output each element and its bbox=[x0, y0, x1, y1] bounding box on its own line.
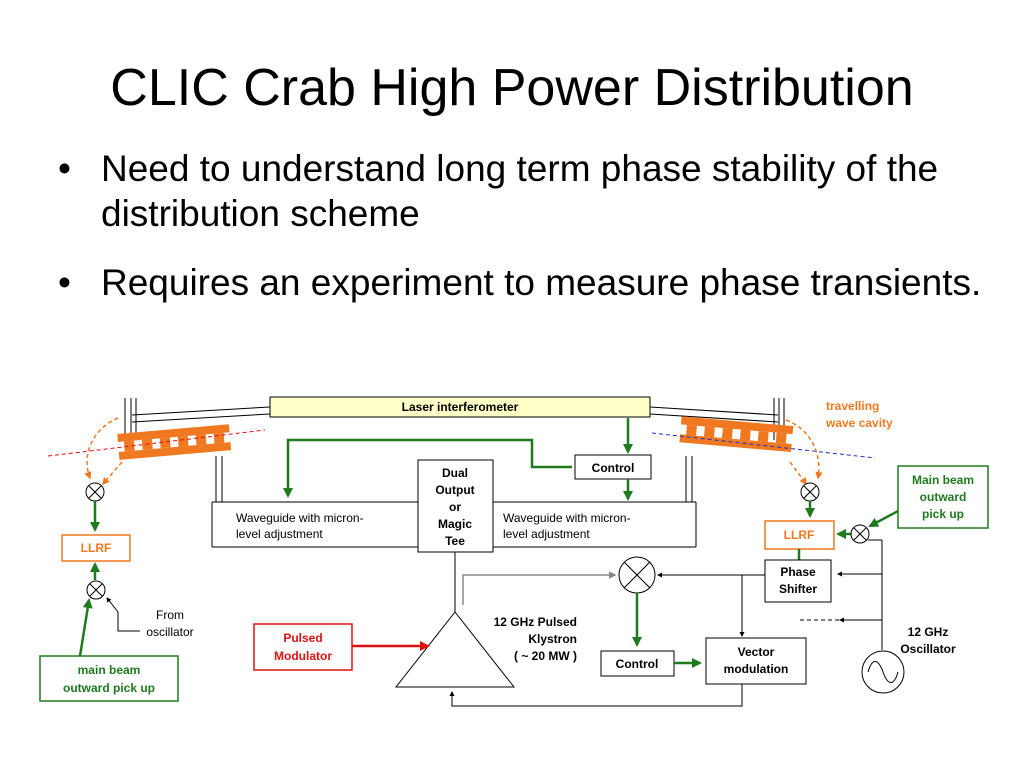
waveguide-left-label-2: level adjustment bbox=[236, 527, 323, 541]
pulsed-modulator: Pulsed Modulator bbox=[253, 623, 430, 671]
klystron-label-2: Klystron bbox=[528, 632, 577, 646]
llrf-right-label: LLRF bbox=[784, 528, 815, 542]
left-llrf-chain: LLRF From oscillator main beam outward p… bbox=[39, 482, 194, 702]
left-travelling-wave-cavity bbox=[47, 398, 266, 486]
waveguide-left-label-1: Waveguide with micron- bbox=[236, 511, 364, 525]
main-beam-left-label-2: outward pick up bbox=[63, 681, 155, 695]
vector-modulation-label-1: Vector bbox=[738, 645, 775, 659]
from-oscillator-label-1: From bbox=[156, 608, 184, 622]
bullet-list: • Need to understand long term phase stab… bbox=[58, 146, 998, 329]
waveguide-lines: Waveguide with micron- level adjustment … bbox=[211, 456, 697, 548]
slide-title: CLIC Crab High Power Distribution bbox=[110, 59, 914, 117]
bullet-item: • Requires an experiment to measure phase… bbox=[58, 260, 998, 305]
svg-text:Phase: Phase bbox=[780, 565, 816, 579]
klystron-amplifier: 12 GHz Pulsed Klystron ( ~ 20 MW ) bbox=[394, 611, 577, 688]
waveguide-right-label-1: Waveguide with micron- bbox=[503, 511, 631, 525]
oscillator-label-2: Oscillator bbox=[900, 642, 956, 656]
klystron-label-1: 12 GHz Pulsed bbox=[494, 615, 577, 629]
magic-tee-box: Dual Output or Magic Tee bbox=[417, 459, 494, 553]
right-llrf-chain: LLRF Main beam outward pick up 12 GHz Os… bbox=[764, 465, 989, 694]
klystron-label-3: ( ~ 20 MW ) bbox=[514, 649, 577, 663]
center-signal-chain: Control Vector modulation bbox=[449, 552, 807, 707]
right-travelling-wave-cavity: travelling wave cavity bbox=[651, 398, 893, 486]
svg-text:Control: Control bbox=[592, 461, 635, 475]
svg-text:or: or bbox=[449, 500, 461, 514]
waveguide-right-label-2: level adjustment bbox=[503, 527, 590, 541]
phase-shifter-box: Phase Shifter bbox=[764, 559, 832, 603]
svg-text:Shifter: Shifter bbox=[779, 582, 817, 596]
svg-text:Output: Output bbox=[435, 483, 474, 497]
bullet-text: Requires an experiment to measure phase … bbox=[101, 262, 982, 303]
bullet-item: • Need to understand long term phase stab… bbox=[58, 146, 998, 236]
travelling-wave-cavity-label-2: wave cavity bbox=[825, 416, 893, 430]
travelling-wave-cavity-label-1: travelling bbox=[826, 399, 879, 413]
main-beam-right-label-1: Main beam bbox=[912, 473, 974, 487]
bullet-dot-icon: • bbox=[58, 148, 71, 189]
main-beam-right-label-3: pick up bbox=[922, 507, 964, 521]
llrf-left-label: LLRF bbox=[81, 541, 112, 555]
pulsed-modulator-label-2: Modulator bbox=[274, 649, 332, 663]
bullet-dot-icon: • bbox=[58, 262, 71, 303]
laser-interferometer: Laser interferometer bbox=[131, 396, 779, 423]
from-oscillator-label-2: oscillator bbox=[146, 625, 193, 639]
main-beam-left-label-1: main beam bbox=[78, 663, 141, 677]
pulsed-modulator-label-1: Pulsed bbox=[283, 631, 322, 645]
sine-wave-icon bbox=[867, 661, 899, 683]
bullet-text: Need to understand long term phase stabi… bbox=[101, 148, 939, 234]
svg-text:Dual: Dual bbox=[442, 466, 468, 480]
svg-text:Magic: Magic bbox=[438, 517, 472, 531]
oscillator-label-1: 12 GHz bbox=[908, 625, 949, 639]
main-beam-right-label-2: outward bbox=[920, 490, 967, 504]
vector-modulation-label-2: modulation bbox=[724, 662, 789, 676]
svg-text:Tee: Tee bbox=[445, 534, 465, 548]
laser-interferometer-label: Laser interferometer bbox=[402, 400, 519, 414]
green-feedback-lines bbox=[283, 418, 633, 501]
control-bottom-label: Control bbox=[616, 657, 659, 671]
control-top-box: Control bbox=[574, 454, 652, 480]
